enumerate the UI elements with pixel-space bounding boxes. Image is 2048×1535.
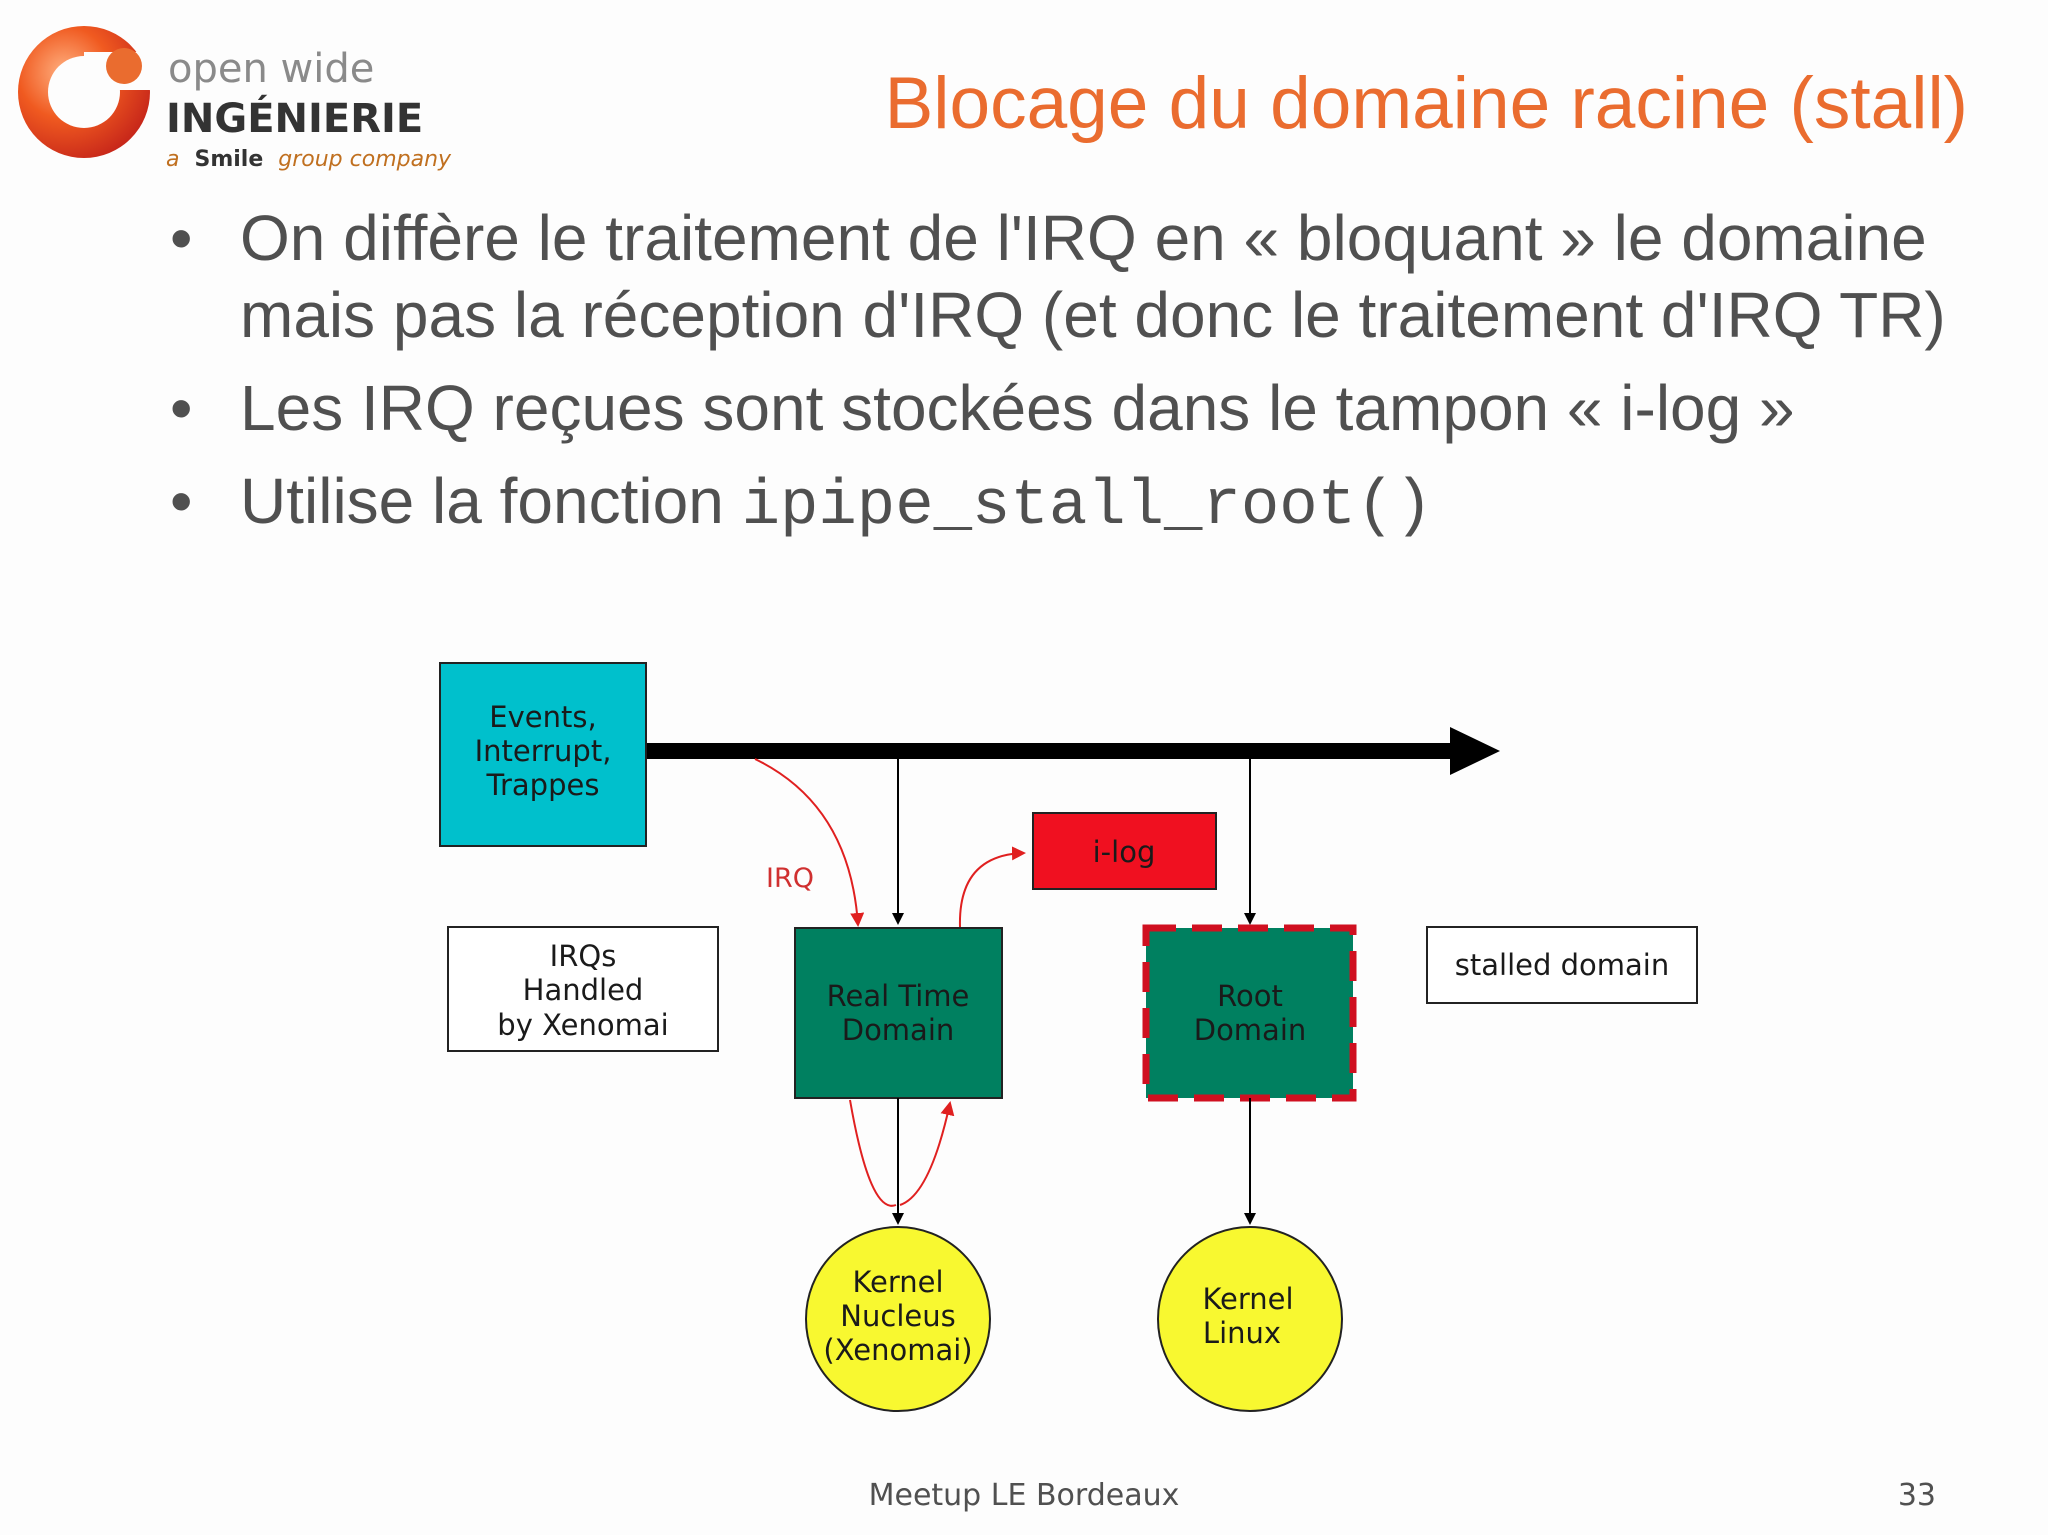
- event-flow-arrowhead-icon: [1450, 727, 1500, 775]
- logo-line2: INGÉNIERIE: [166, 94, 423, 142]
- root-domain-line-2: Domain: [1194, 1013, 1307, 1047]
- irq-label: IRQ: [766, 863, 814, 894]
- slide-title: Blocage du domaine racine (stall): [884, 63, 1968, 144]
- logo-tagline-a: a: [166, 147, 179, 172]
- irqs-handled-box: [447, 926, 719, 1052]
- ilog-label: i-log: [1093, 835, 1156, 869]
- kernel-linux-line-2: Linux: [1203, 1316, 1281, 1350]
- bullet-item: • Utilise la fonction ipipe_stall_root(): [170, 463, 1950, 546]
- nucleus-loop-up: [899, 1101, 955, 1206]
- kernel-nucleus-circle: [805, 1226, 991, 1412]
- ipipe-diagram: Events, Interrupt, Trappes IRQ i-log IRQ…: [439, 662, 1698, 1412]
- company-logo: open wide INGÉNIERIE a Smile group compa…: [18, 26, 452, 172]
- kernel-linux-line-1: Kernel: [1202, 1282, 1293, 1316]
- stalled-domain-label: stalled domain: [1455, 948, 1669, 982]
- logo-line1: open wide: [168, 46, 374, 92]
- bullet-dot-icon: •: [170, 202, 193, 274]
- events-box: [439, 662, 647, 847]
- kernel-nucleus-line-2: Nucleus: [840, 1299, 955, 1333]
- bullet-dot-icon: •: [170, 372, 193, 444]
- logo-tagline-rest: group company: [278, 147, 452, 172]
- bullet-text: Utilise la fonction: [240, 465, 742, 537]
- bullet-item: • On diffère le traitement de l'IRQ en « …: [170, 200, 1950, 354]
- rt-domain-line-1: Real Time: [827, 979, 970, 1013]
- bullet-text: On diffère le traitement de l'IRQ en « b…: [240, 202, 1946, 351]
- root-domain-box: [1142, 924, 1357, 1102]
- irqs-handled-line-1: IRQs: [550, 939, 617, 973]
- ilog-box: [1032, 812, 1217, 890]
- root-domain-line-1: Root: [1217, 979, 1283, 1013]
- kernel-linux-circle: [1157, 1226, 1343, 1412]
- events-line-1: Events,: [489, 700, 596, 734]
- rt-domain-line-2: Domain: [842, 1013, 955, 1047]
- footer-text: Meetup LE Bordeaux: [868, 1478, 1180, 1513]
- irqs-handled-line-2: Handled: [523, 973, 644, 1007]
- irq-arrow: [754, 758, 865, 927]
- bullet-code: ipipe_stall_root(): [741, 471, 1433, 543]
- kernel-nucleus-line-3: (Xenomai): [823, 1333, 972, 1367]
- ilog-arrow: [958, 846, 1026, 928]
- bullet-list: • On diffère le traitement de l'IRQ en « …: [170, 200, 1950, 562]
- bullet-text: Les IRQ reçues sont stockées dans le tam…: [240, 372, 1795, 444]
- logo-tagline-smile: Smile: [194, 147, 263, 172]
- irqs-handled-line-3: by Xenomai: [497, 1008, 668, 1042]
- events-line-3: Trappes: [486, 768, 600, 802]
- bullet-dot-icon: •: [170, 465, 193, 537]
- svg-text:a Smile group comp: a Smile group company: [166, 147, 452, 172]
- stalled-domain-box: [1426, 926, 1698, 1004]
- nucleus-loop-down: [849, 1099, 897, 1207]
- bullet-item: • Les IRQ reçues sont stockées dans le ta…: [170, 370, 1950, 447]
- events-line-2: Interrupt,: [475, 734, 612, 768]
- rt-domain-box: [794, 927, 1003, 1099]
- page-number: 33: [1897, 1478, 1936, 1513]
- kernel-nucleus-line-1: Kernel: [852, 1265, 943, 1299]
